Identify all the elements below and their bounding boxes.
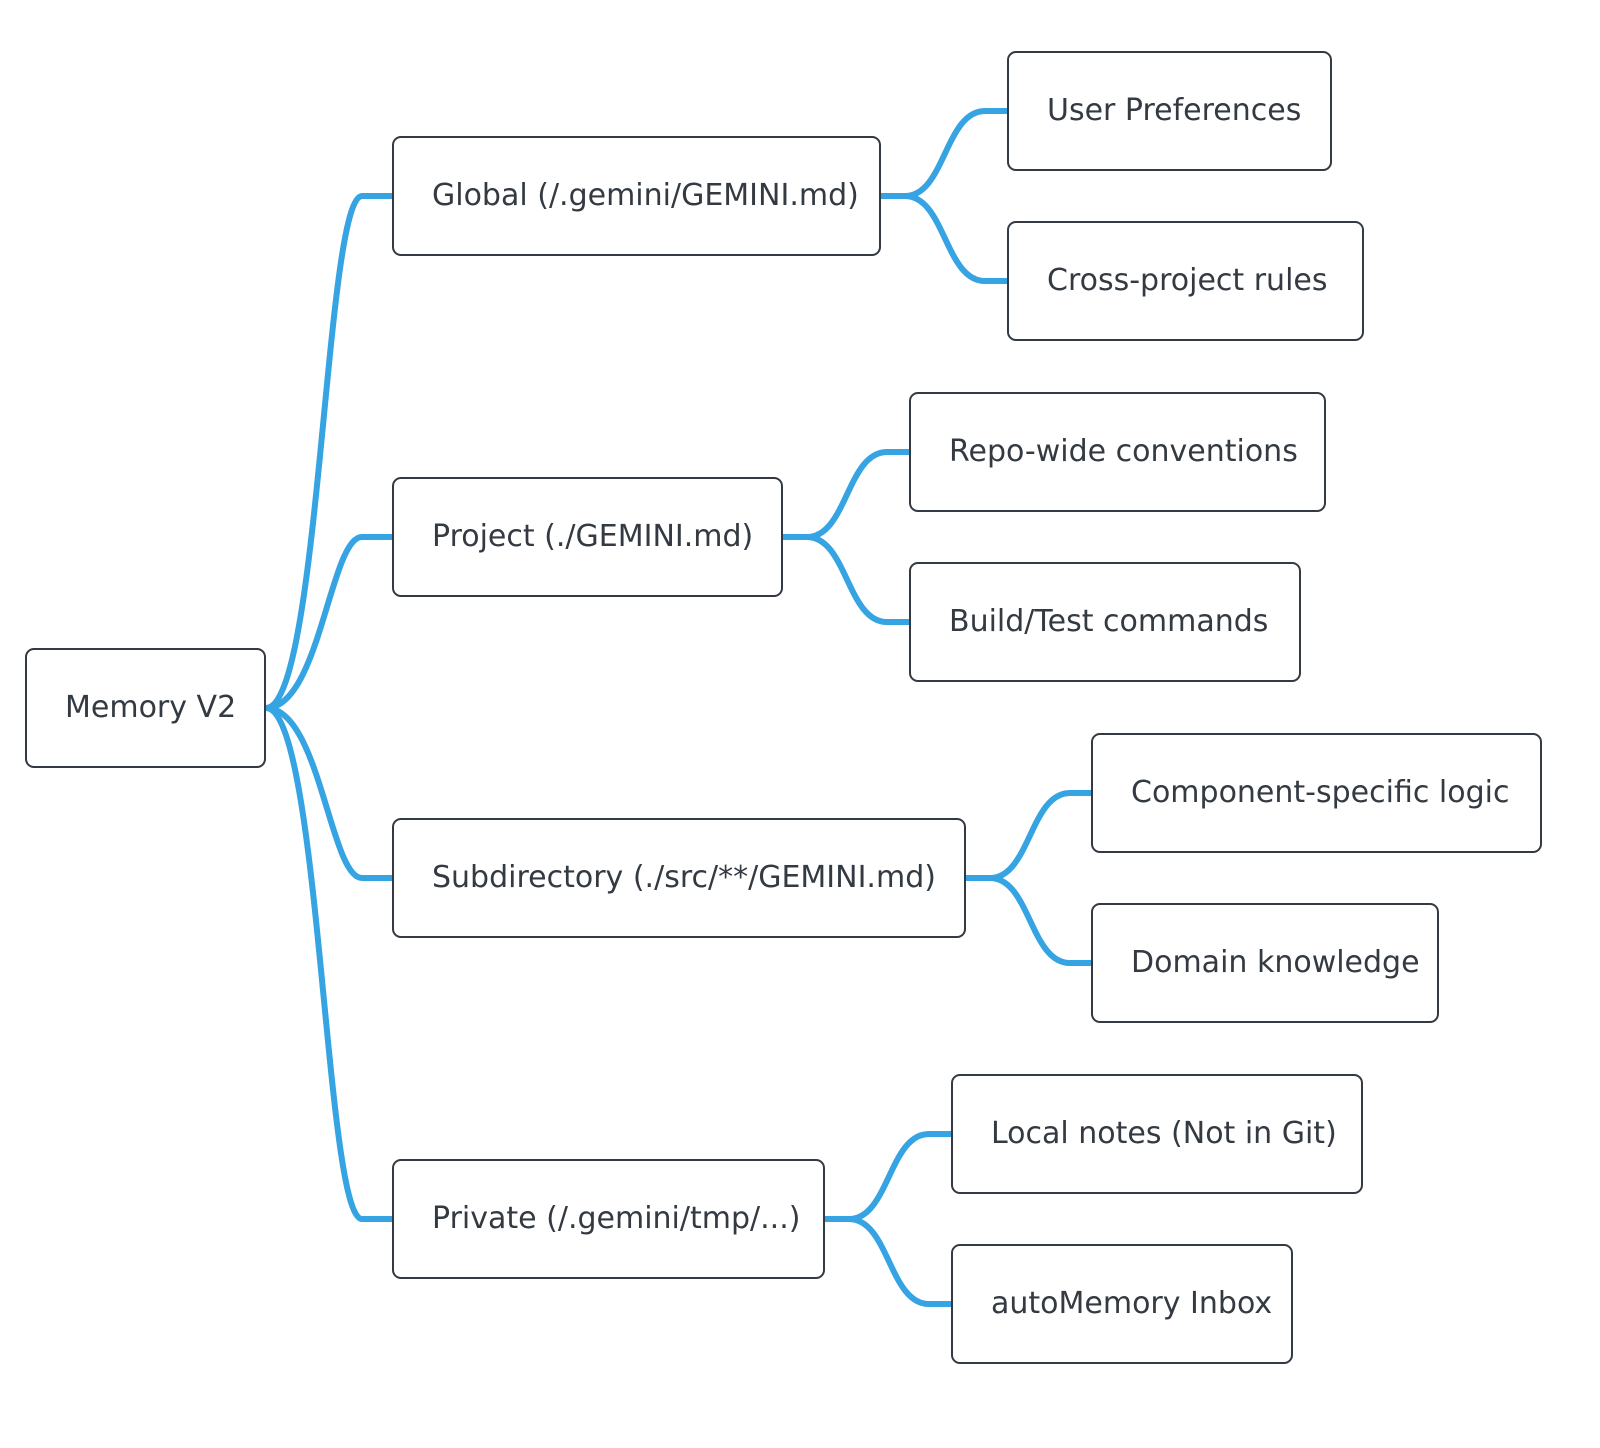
node-label: Memory V2: [65, 690, 237, 725]
edge-root-private: [263, 705, 395, 1222]
node-global[interactable]: Global (/.gemini/GEMINI.md): [392, 136, 881, 256]
edge-subdir-domain: [963, 875, 1094, 966]
edge-root-subdir: [263, 705, 395, 881]
node-label: Global (/.gemini/GEMINI.md): [432, 178, 859, 213]
node-domain-knowledge[interactable]: Domain knowledge: [1091, 903, 1439, 1023]
node-user-preferences[interactable]: User Preferences: [1007, 51, 1332, 171]
edge-global-userprefs: [878, 108, 1010, 199]
node-label: Build/Test commands: [949, 604, 1269, 639]
node-label: Local notes (Not in Git): [991, 1116, 1337, 1151]
node-private[interactable]: Private (/.gemini/tmp/...): [392, 1159, 825, 1279]
edge-root-project: [263, 534, 395, 711]
node-memory-v2[interactable]: Memory V2: [25, 648, 266, 768]
edge-project-repowide: [780, 449, 912, 540]
edge-private-localnotes: [822, 1131, 954, 1222]
edge-subdir-component: [963, 790, 1094, 881]
node-label: Subdirectory (./src/**/GEMINI.md): [432, 860, 936, 895]
node-label: autoMemory Inbox: [991, 1286, 1273, 1321]
node-component-specific-logic[interactable]: Component-specific logic: [1091, 733, 1542, 853]
node-subdirectory[interactable]: Subdirectory (./src/**/GEMINI.md): [392, 818, 966, 938]
node-automemory-inbox[interactable]: autoMemory Inbox: [951, 1244, 1293, 1364]
node-cross-project-rules[interactable]: Cross-project rules: [1007, 221, 1364, 341]
node-label: Component-specific logic: [1131, 775, 1510, 810]
edge-project-buildtest: [780, 534, 912, 625]
node-label: Project (./GEMINI.md): [432, 519, 754, 554]
node-project[interactable]: Project (./GEMINI.md): [392, 477, 783, 597]
node-label: Private (/.gemini/tmp/...): [432, 1201, 801, 1236]
node-label: Domain knowledge: [1131, 945, 1420, 980]
node-repo-wide-conventions[interactable]: Repo-wide conventions: [909, 392, 1326, 512]
edge-private-inbox: [822, 1216, 954, 1307]
node-build-test-commands[interactable]: Build/Test commands: [909, 562, 1301, 682]
edge-root-global: [263, 193, 395, 711]
node-local-notes[interactable]: Local notes (Not in Git): [951, 1074, 1363, 1194]
edge-global-crossproj: [878, 193, 1010, 284]
node-label: Repo-wide conventions: [949, 434, 1298, 469]
node-label: Cross-project rules: [1047, 263, 1328, 298]
node-label: User Preferences: [1047, 93, 1302, 128]
